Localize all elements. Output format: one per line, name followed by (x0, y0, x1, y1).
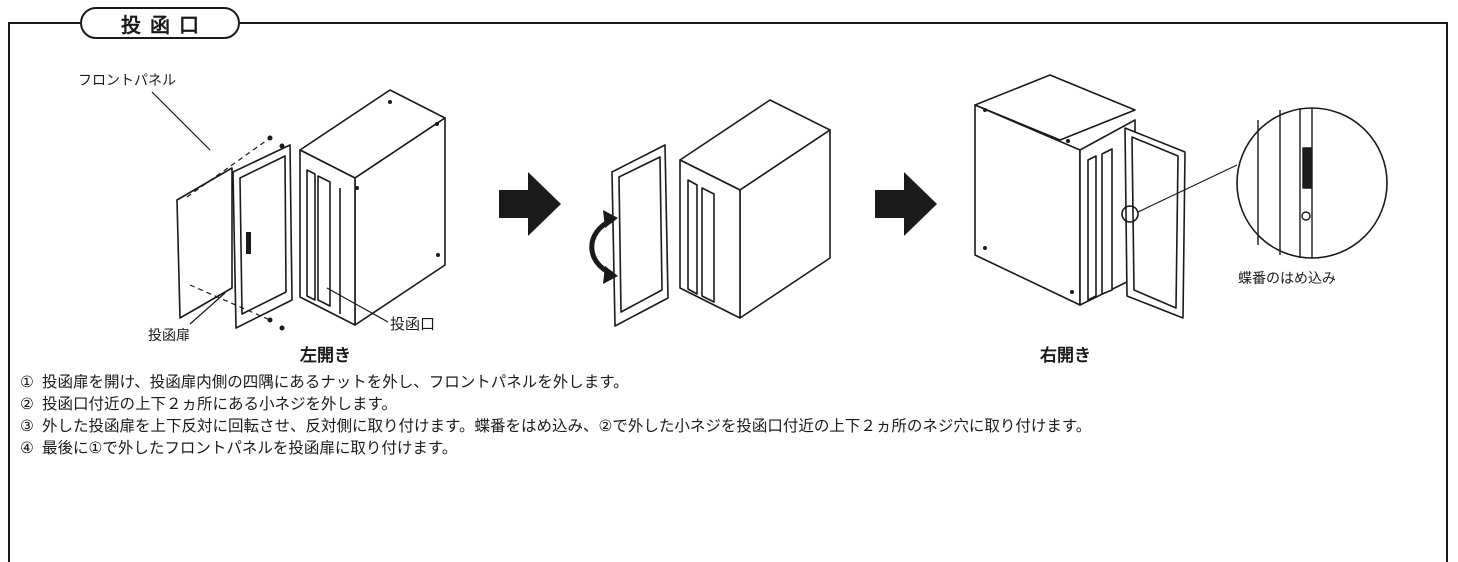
step-text: 最後に①で外したフロントパネルを投函扉に取り付けます。 (42, 439, 458, 457)
section-frame (8, 22, 1448, 562)
hinge-marker (1121, 205, 1139, 223)
door-right (1124, 127, 1186, 319)
step-number: ① (20, 373, 34, 391)
caption-left-open: 左開き (300, 346, 351, 366)
step-text: 投函扉を開け、投函扉内側の四隅にあるナットを外し、フロントパネルを外します。 (42, 373, 629, 391)
door-middle (611, 144, 669, 327)
cabinet-right-figure (974, 74, 1136, 306)
section-title-tab: 投函口 (80, 7, 240, 39)
step-text: 投函口付近の上下２ヵ所にある小ネジを外します。 (42, 395, 397, 413)
instruction-list: ① 投函扉を開け、投函扉内側の四隅にあるナットを外し、フロントパネルを外します。… (20, 371, 1420, 459)
rotate-arrow (589, 217, 614, 277)
door-left (232, 144, 293, 329)
label-front-panel: フロントパネル (78, 73, 176, 89)
illustration (151, 74, 1388, 331)
caption-right-open: 右開き (1040, 346, 1091, 366)
step-item: ② 投函口付近の上下２ヵ所にある小ネジを外します。 (20, 393, 1420, 415)
panel-guide-lines (186, 137, 271, 321)
label-hinge: 蝶番のはめ込み (1238, 271, 1336, 287)
step-item: ① 投函扉を開け、投函扉内側の四隅にあるナットを外し、フロントパネルを外します。 (20, 371, 1420, 393)
label-door: 投函扉 (148, 328, 190, 344)
step-number: ② (20, 395, 34, 413)
step-item: ④ 最後に①で外したフロントパネルを投函扉に取り付けます。 (20, 437, 1420, 459)
step-number: ④ (20, 439, 34, 457)
label-slot: 投函口 (390, 315, 436, 333)
cabinet-middle-figure (679, 99, 831, 319)
step-item: ③ 外した投函扉を上下反対に回転させ、反対側に取り付けます。蝶番をはめ込み、②で… (20, 415, 1420, 437)
section-title: 投函口 (121, 12, 208, 37)
cabinet-left-figure (299, 89, 446, 326)
nuts (267, 100, 440, 331)
arrow-1 (499, 172, 561, 236)
step-text: 外した投函扉を上下反対に回転させ、反対側に取り付けます。蝶番をはめ込み、②で外し… (42, 417, 1092, 435)
step-number: ③ (20, 417, 34, 435)
arrow-2 (875, 172, 937, 236)
front-panel (176, 167, 233, 319)
